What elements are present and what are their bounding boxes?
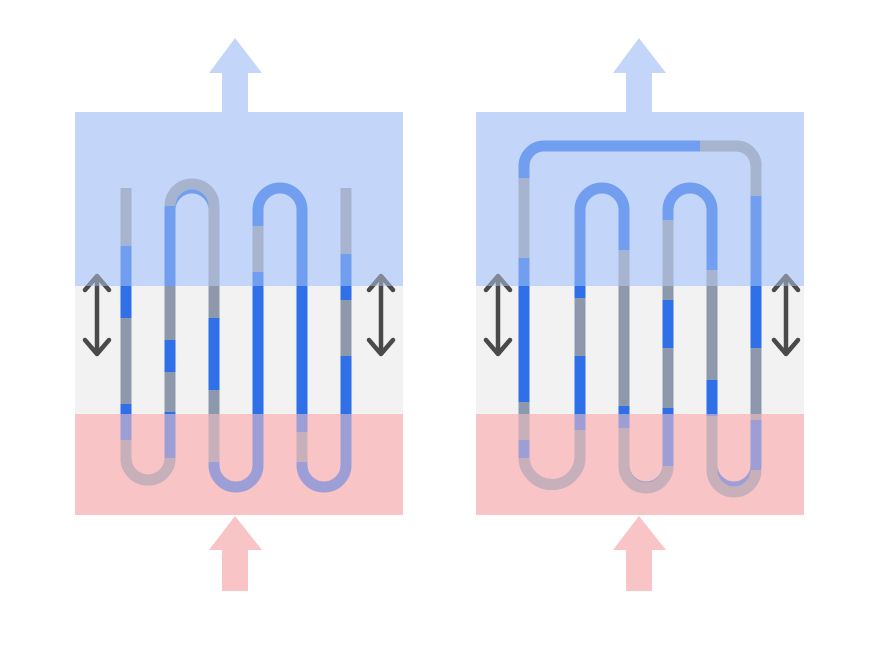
cold-outflow-arrow-icon — [613, 38, 666, 114]
adiabatic-zone — [476, 286, 804, 414]
right-oscillation-arrow-icon — [771, 273, 801, 357]
right-oscillation-arrow-icon — [366, 273, 396, 357]
hot-inflow-arrow-icon — [613, 516, 666, 591]
cold-outflow-arrow-icon — [209, 38, 262, 114]
hot-inflow-arrow-icon — [209, 516, 262, 591]
zone-tint-overlays — [75, 112, 804, 515]
left-oscillation-arrow-icon — [483, 273, 513, 357]
left-oscillation-arrow-icon — [82, 273, 112, 357]
